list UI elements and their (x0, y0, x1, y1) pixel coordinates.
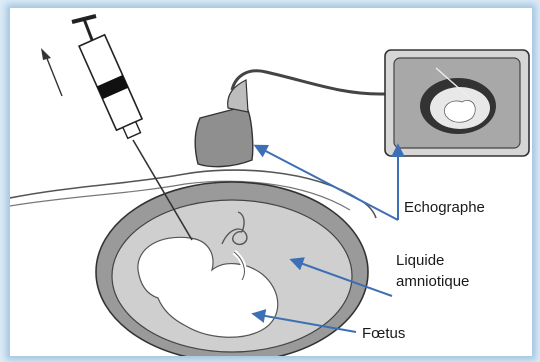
label-liquide-line2: amniotique (396, 272, 469, 292)
label-echographe: Echographe (404, 198, 485, 218)
withdraw-arrow (41, 48, 62, 96)
label-foetus: Fœtus (362, 324, 405, 344)
label-liquide-line1: Liquide (396, 251, 444, 271)
monitor-icon (385, 50, 529, 156)
ultrasound-probe-icon (195, 71, 392, 167)
amniocentesis-diagram (10, 8, 532, 356)
diagram-frame: Echographe Liquide amniotique Fœtus (10, 8, 532, 356)
